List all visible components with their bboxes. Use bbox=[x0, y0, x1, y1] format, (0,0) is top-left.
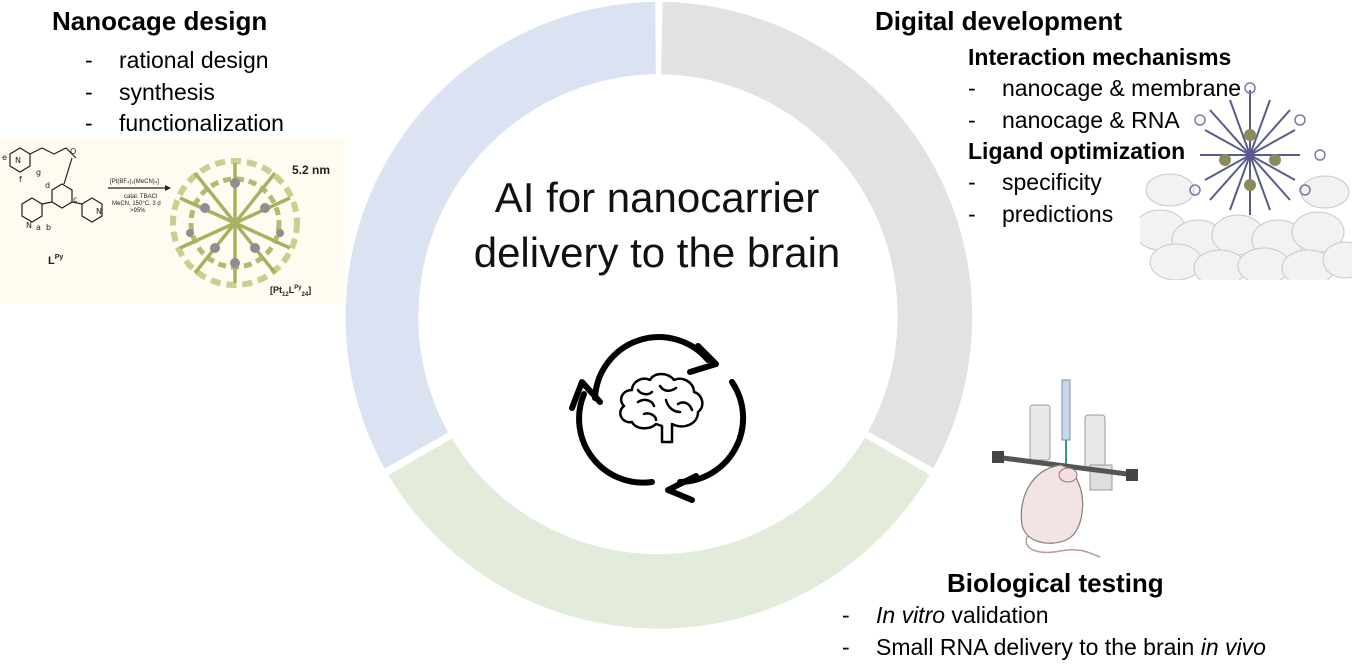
svg-text:g: g bbox=[36, 168, 41, 177]
nanocage-synthesis-figure: N e f g O d c a b N N LPy [Pt(BF₄)₂(MeCN… bbox=[0, 138, 345, 303]
svg-text:c: c bbox=[73, 195, 77, 204]
in-vivo-text: in vivo bbox=[1200, 633, 1266, 660]
ligand-optimization-heading: Ligand optimization bbox=[968, 138, 1186, 164]
center-title-line-2: delivery to the brain bbox=[473, 229, 841, 276]
validation-text: validation bbox=[945, 602, 1049, 628]
mouse-injection-illustration bbox=[992, 379, 1138, 558]
digital-development-heading: Digital development bbox=[875, 6, 1123, 36]
center-title-line-1: AI for nanocarrier bbox=[494, 174, 820, 221]
brain-icon bbox=[619, 372, 704, 444]
center-title: AI for nanocarrier delivery to the brain bbox=[432, 170, 882, 280]
svg-text:N: N bbox=[15, 156, 21, 165]
in-vitro-text: In vitro bbox=[876, 602, 946, 628]
ligand-optimization-list: specificity predictions bbox=[968, 167, 1113, 230]
nanocage-size-label: 5.2 nm bbox=[292, 163, 330, 177]
ligand-structure bbox=[9, 147, 103, 223]
list-item: Small RNA delivery to the brain in vivo bbox=[842, 632, 1266, 664]
nanocage-membrane-simulation-image bbox=[1140, 82, 1352, 280]
biological-testing-list: In vitro validation Small RNA delivery t… bbox=[842, 600, 1266, 663]
svg-text:LPy: LPy bbox=[48, 254, 63, 267]
svg-text:a: a bbox=[36, 223, 41, 232]
list-item: synthesis bbox=[85, 77, 284, 109]
ring-segment-nanocage-design bbox=[342, 0, 659, 473]
list-item: nanocage & membrane bbox=[968, 73, 1241, 105]
nanocage-design-heading: Nanocage design bbox=[52, 6, 268, 36]
svg-text:N: N bbox=[96, 207, 102, 216]
svg-text:e: e bbox=[2, 153, 7, 162]
list-item: predictions bbox=[968, 199, 1113, 231]
svg-text:N: N bbox=[26, 221, 32, 230]
svg-text:>95%: >95% bbox=[130, 208, 146, 214]
nanocage-design-list: rational design synthesis functionalizat… bbox=[85, 45, 284, 140]
product-label: [Pt12LPy24] bbox=[270, 285, 311, 298]
ring-segment-biological-testing bbox=[384, 433, 934, 632]
ring-segment-digital-development bbox=[657, 0, 976, 473]
interaction-mechanisms-heading: Interaction mechanisms bbox=[968, 44, 1232, 70]
rna-delivery-text: Small RNA delivery to the brain bbox=[876, 633, 1201, 660]
list-item: nanocage & RNA bbox=[968, 105, 1241, 137]
svg-text:f: f bbox=[19, 175, 22, 184]
svg-text:d: d bbox=[45, 181, 50, 190]
interaction-mechanisms-list: nanocage & membrane nanocage & RNA bbox=[968, 73, 1241, 136]
svg-text:O: O bbox=[70, 147, 76, 156]
biological-testing-heading: Biological testing bbox=[947, 568, 1164, 598]
svg-text:b: b bbox=[46, 223, 51, 232]
nanocage-structure bbox=[170, 158, 300, 288]
list-item: rational design bbox=[85, 45, 284, 77]
list-item: functionalization bbox=[85, 108, 284, 140]
list-item: In vitro validation bbox=[842, 600, 1266, 632]
svg-text:[Pt(BF₄)₂(MeCN)₄]: [Pt(BF₄)₂(MeCN)₄] bbox=[110, 179, 159, 185]
list-item: specificity bbox=[968, 167, 1113, 199]
brain-cycle-icon bbox=[569, 334, 747, 503]
svg-text:catal. TBACl: catal. TBACl bbox=[124, 194, 157, 200]
svg-text:MeCN, 150°C, 3 d: MeCN, 150°C, 3 d bbox=[112, 201, 161, 207]
